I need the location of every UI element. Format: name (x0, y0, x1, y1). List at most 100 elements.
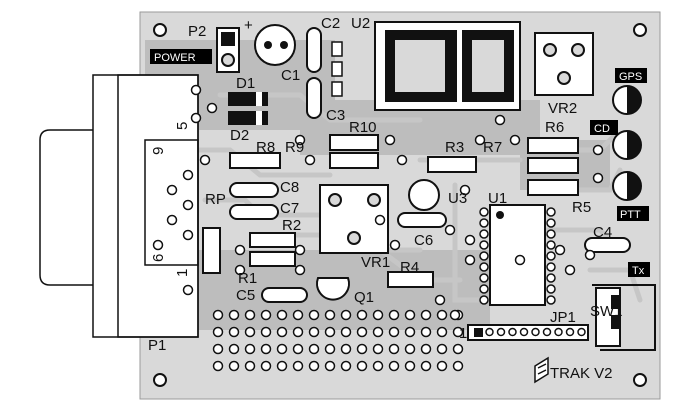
header-pin (531, 327, 540, 337)
label-d2: D2 (230, 127, 249, 144)
via (592, 144, 604, 156)
ic-pin (546, 284, 556, 294)
via (166, 184, 178, 196)
resistors (202, 134, 579, 288)
via (234, 264, 246, 276)
via (294, 244, 306, 256)
label-r7: R7 (483, 139, 502, 156)
via (449, 309, 461, 321)
proto-pad (292, 326, 304, 338)
led-gps (612, 85, 642, 115)
proto-pad (276, 343, 288, 355)
via (592, 172, 604, 184)
label-plus: + (244, 17, 253, 34)
label-c1: C1 (281, 67, 300, 84)
ic-pin (479, 295, 489, 305)
proto-pad (340, 343, 352, 355)
cd-label-bg (590, 120, 618, 135)
label-r4: R4 (400, 259, 419, 276)
ic-pin (479, 262, 489, 272)
proto-pad (244, 360, 256, 372)
proto-pad (292, 360, 304, 372)
led-ptt (612, 171, 642, 201)
ic-pin (546, 229, 556, 239)
via (152, 239, 164, 251)
label-c3: C3 (326, 107, 345, 124)
via (166, 214, 178, 226)
label-gps: GPS (619, 71, 642, 83)
label-u2: U2 (351, 15, 370, 32)
label-c6: C6 (414, 232, 433, 249)
ic-pin (546, 262, 556, 272)
capacitor-c6 (397, 212, 447, 228)
label-p1: P1 (148, 337, 166, 354)
proto-pad (452, 360, 464, 372)
power-connector-p2 (216, 27, 240, 73)
board-logo-icon (534, 356, 549, 384)
via (199, 154, 211, 166)
proto-pad (420, 309, 432, 321)
proto-pad (372, 343, 384, 355)
via (182, 229, 194, 241)
gps-label-bg (615, 68, 647, 83)
proto-pad (324, 309, 336, 321)
resistor-r8 (229, 152, 281, 169)
proto-pad (372, 360, 384, 372)
proto-pad (452, 343, 464, 355)
proto-pad (260, 326, 272, 338)
label-vr1: VR1 (361, 254, 390, 271)
resistor-pack-rp (202, 227, 221, 274)
proto-pad (244, 326, 256, 338)
mounting-hole (153, 373, 167, 387)
diode-d2 (228, 111, 268, 125)
resistor-r7 (527, 157, 579, 174)
proto-pad (372, 309, 384, 321)
ic-pin (479, 240, 489, 250)
via (182, 169, 194, 181)
proto-pad (404, 309, 416, 321)
label-c5: C5 (236, 287, 255, 304)
jp1-pins (485, 327, 586, 337)
header-pin (519, 327, 529, 337)
header-pin (485, 327, 494, 337)
ptt-label-bg (617, 206, 649, 221)
via (494, 114, 506, 126)
resistor-r9 (329, 152, 379, 169)
ic-pin (546, 218, 556, 228)
capacitor-c8 (229, 182, 279, 198)
proto-pad (356, 309, 368, 321)
proto-pad (212, 360, 224, 372)
via (474, 134, 486, 146)
proto-pad (372, 326, 384, 338)
label-cd: CD (594, 123, 610, 135)
proto-pad (420, 343, 432, 355)
header-pin (565, 327, 575, 337)
small-capacitors (229, 27, 631, 303)
header-pin (542, 327, 552, 337)
proto-pad (436, 360, 448, 372)
label-board-name: TRAK V2 (550, 365, 613, 382)
proto-pad (356, 326, 368, 338)
header-pin (508, 327, 517, 337)
proto-pad-grid (212, 309, 464, 372)
proto-pad (276, 326, 288, 338)
resistor-r2 (249, 232, 296, 248)
resistor-r10 (329, 134, 379, 151)
ic-pin (479, 273, 489, 283)
label-sw1: SW1 (590, 303, 623, 320)
proto-pad (388, 360, 400, 372)
led-cd (612, 130, 642, 160)
proto-pad (452, 326, 464, 338)
proto-pad (388, 343, 400, 355)
ic-pin (546, 273, 556, 283)
proto-pad (436, 343, 448, 355)
proto-pad (324, 343, 336, 355)
proto-pad (292, 309, 304, 321)
ic-pin (479, 284, 489, 294)
proto-pad (260, 309, 272, 321)
capacitor-c4 (584, 237, 631, 253)
resistor-r1 (249, 251, 296, 267)
ic-pin (546, 240, 556, 250)
trimmer-vr2 (534, 32, 594, 96)
